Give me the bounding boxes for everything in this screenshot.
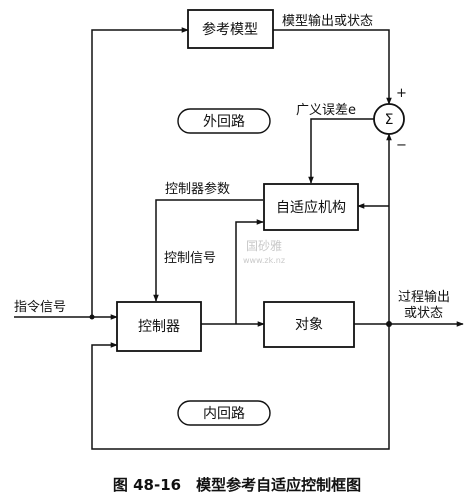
signal-lines xyxy=(14,27,464,450)
control-signal-line xyxy=(235,219,264,324)
controller-params-label: 控制器参数 xyxy=(165,181,230,197)
figure-caption: 图 48-16 模型参考自适应控制框图 xyxy=(113,476,361,494)
inner-feedback-line xyxy=(91,324,390,450)
generalized-error-label: 广义误差e xyxy=(296,103,356,118)
plant-label: 对象 xyxy=(295,317,323,333)
controller-block: 控制器 xyxy=(116,301,202,352)
sum-symbol: Σ xyxy=(385,112,394,128)
inner-loop-label: 内回路 xyxy=(203,406,245,422)
sum-minus-sign: − xyxy=(396,138,407,153)
inner-loop-tag: 内回路 xyxy=(177,400,271,426)
controller-params-line xyxy=(153,199,263,302)
plant-block: 对象 xyxy=(263,301,355,348)
error-line xyxy=(308,118,374,184)
watermark-line2: www.zk.nz xyxy=(243,256,285,265)
process-output-label-line2: 或状态 xyxy=(404,306,443,321)
sum-plus-sign: + xyxy=(396,86,407,101)
adaptive-mechanism-label: 自适应机构 xyxy=(276,199,346,216)
control-signal-label: 控制信号 xyxy=(164,251,216,266)
outer-loop-tag: 外回路 xyxy=(177,108,271,134)
reference-model-label: 参考模型 xyxy=(202,21,258,38)
controller-label: 控制器 xyxy=(138,319,180,335)
outer-loop-label: 外回路 xyxy=(203,114,245,130)
model-output-label: 模型输出或状态 xyxy=(282,13,373,29)
model-output-line xyxy=(273,29,392,105)
process-output-label-line1: 过程输出 xyxy=(398,289,450,305)
command-branch-dot xyxy=(89,314,95,320)
command-signal-label: 指令信号 xyxy=(14,300,66,315)
summing-junction: Σ + − xyxy=(373,86,407,153)
reference-model-input-line xyxy=(91,27,189,317)
reference-model-block: 参考模型 xyxy=(187,9,274,49)
adaptive-mechanism-block: 自适应机构 xyxy=(263,183,359,231)
watermark-line1: 国砂雅 xyxy=(246,238,282,253)
